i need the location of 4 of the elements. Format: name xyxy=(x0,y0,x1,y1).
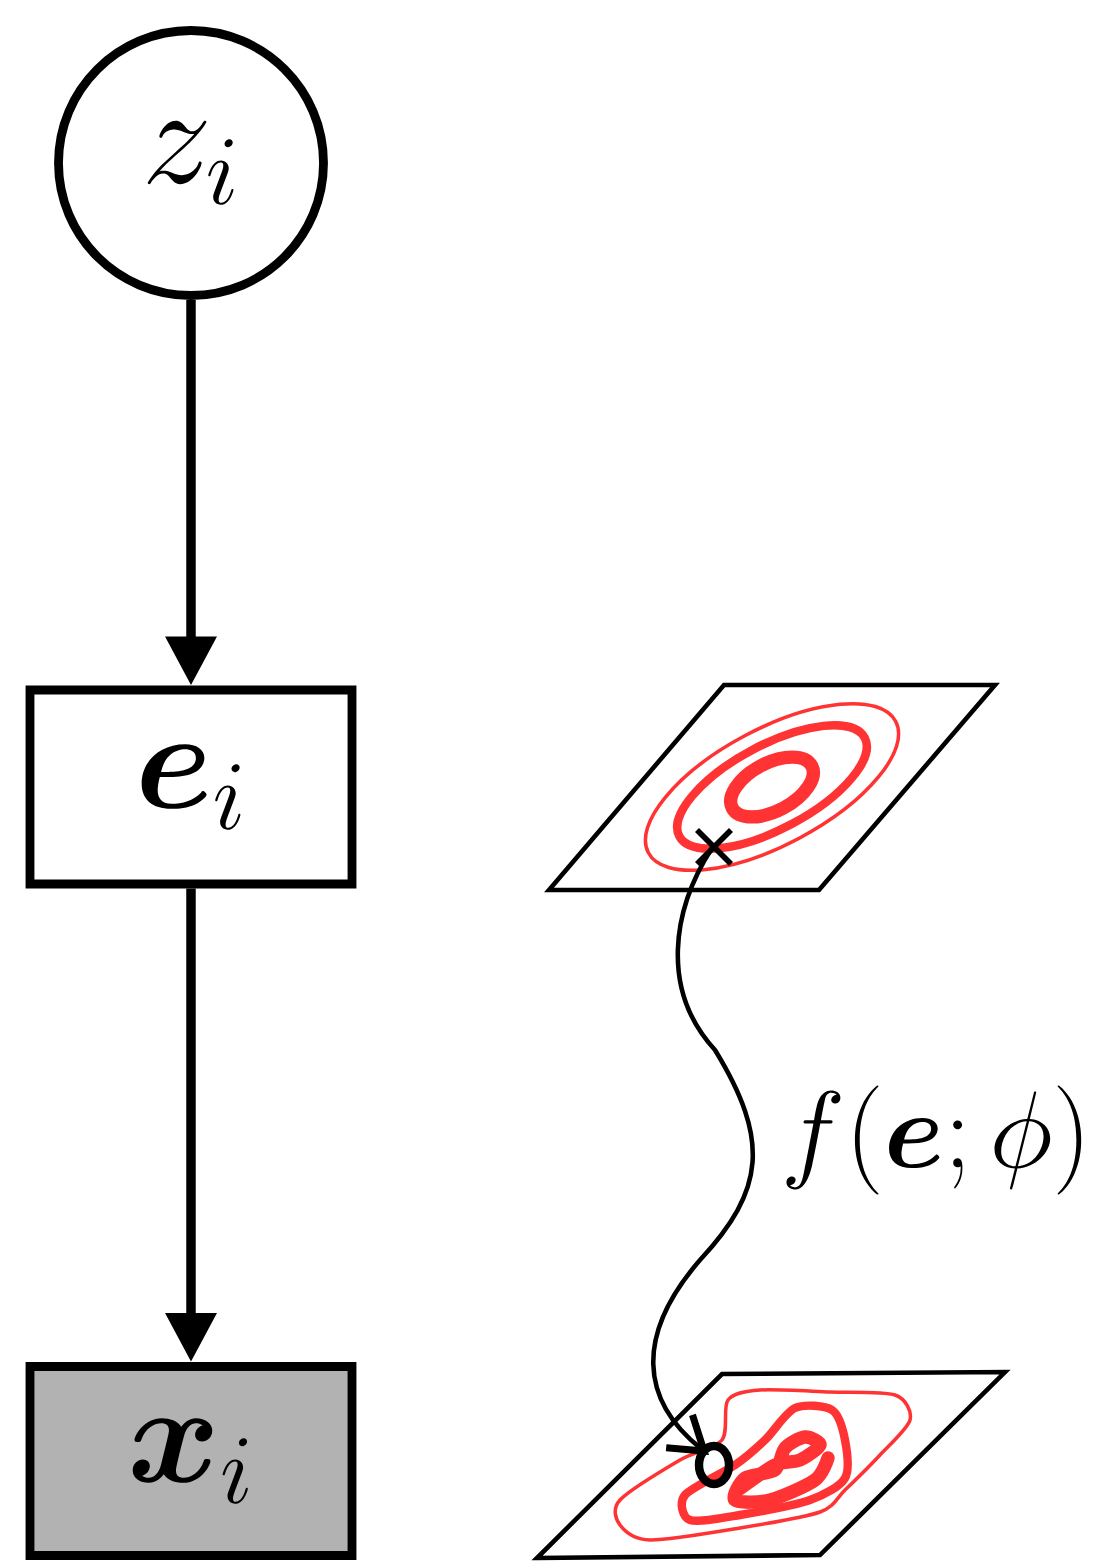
variable-box: $\boldsymbol{e}_i$ xyxy=(25,685,357,889)
variable-box: $\boldsymbol{x}_i$ xyxy=(25,1362,357,1560)
edge-label: $f(\boldsymbol{e};\phi)$ xyxy=(777,1082,1095,1198)
curved-arrow xyxy=(651,846,755,1455)
